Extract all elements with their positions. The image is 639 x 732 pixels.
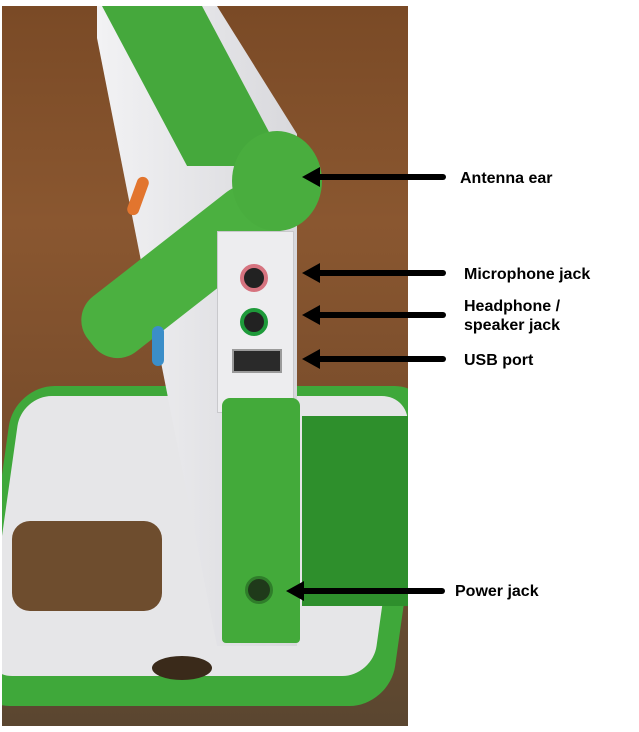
label-microphone-jack: Microphone jack (464, 266, 591, 283)
label-headphone-jack: Headphone / speaker jack (464, 298, 561, 334)
arrow-usb-port (302, 349, 446, 369)
microphone-jack (240, 264, 268, 292)
laptop-photo (2, 6, 408, 726)
arrow-microphone-jack (302, 263, 446, 283)
power-jack (245, 576, 273, 604)
keyboard (302, 416, 408, 606)
xo-logo-blue (152, 326, 164, 366)
headphone-jack (240, 308, 268, 336)
usb-port (232, 349, 282, 373)
port-panel (217, 231, 294, 413)
arrow-headphone-jack (302, 305, 446, 325)
arrow-antenna-ear (302, 167, 446, 187)
side-cover (222, 398, 300, 643)
label-antenna-ear: Antenna ear (460, 170, 553, 187)
label-usb-port: USB port (464, 352, 534, 369)
base-hole (152, 656, 212, 680)
label-power-jack: Power jack (455, 583, 539, 600)
arrow-power-jack (286, 581, 445, 601)
handle-hole (12, 521, 162, 611)
